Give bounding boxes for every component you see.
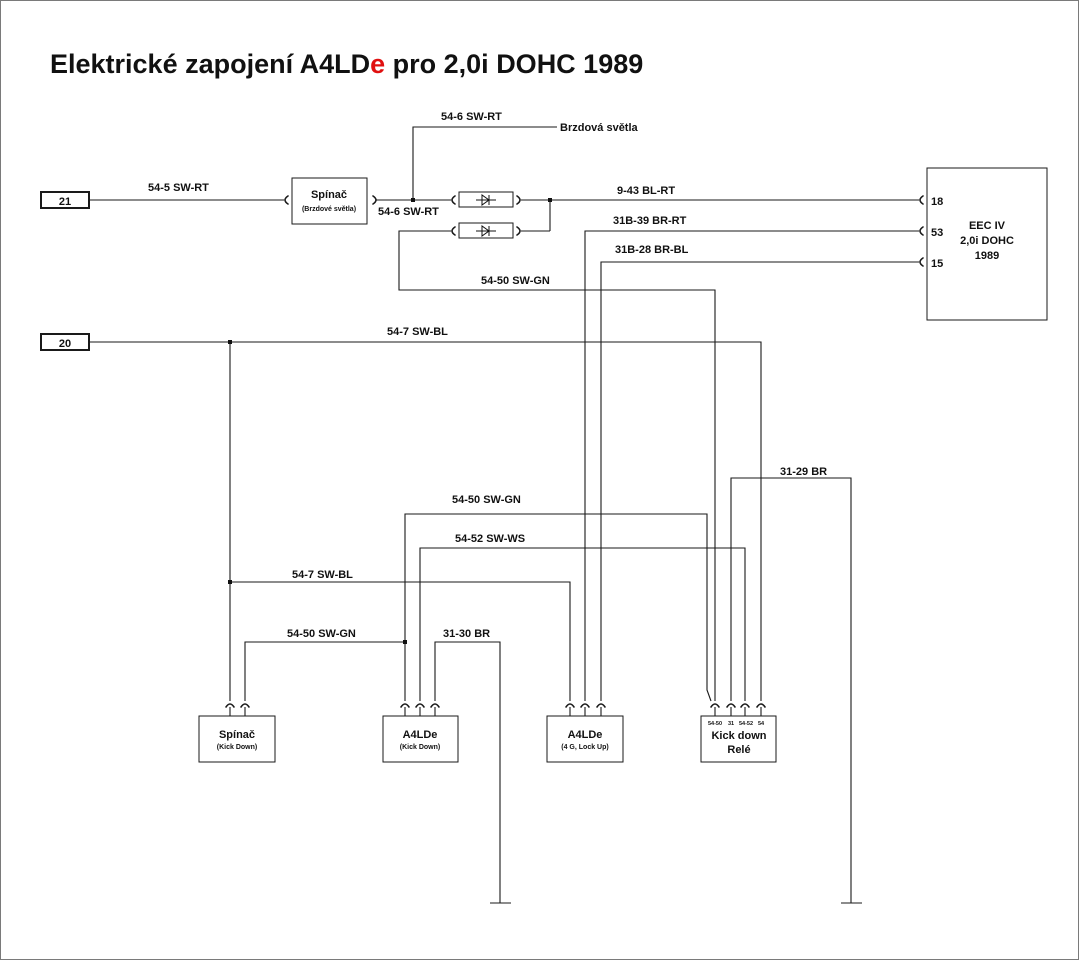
label-31-30: 31-30 BR: [443, 628, 490, 640]
connector-icon: [919, 226, 924, 236]
junction-dot-icon: [548, 198, 552, 202]
connector-icon: [516, 226, 521, 236]
svg-text:A4LDe: A4LDe: [568, 729, 603, 741]
diagram-title: Elektrické zapojení A4LDe pro 2,0i DOHC …: [50, 49, 643, 79]
svg-text:(Brzdové světla): (Brzdové světla): [302, 206, 356, 213]
relay-pin-54-52: 54-52: [739, 721, 753, 727]
wire-labels: 54-5 SW-RT 54-6 SW-RT Brzdová světla 54-…: [148, 111, 827, 640]
label-31-29: 31-29 BR: [780, 466, 827, 478]
connector-icon: [756, 703, 766, 708]
svg-text:EEC IV: EEC IV: [969, 220, 1006, 232]
connectors-vertical: [225, 703, 766, 708]
relay-pin-31: 31: [728, 721, 734, 727]
label-54-52: 54-52 SW-WS: [455, 533, 525, 545]
label-54-6-right: 54-6 SW-RT: [378, 206, 439, 218]
diode-2: [458, 222, 514, 239]
connector-icon: [451, 195, 456, 205]
connector-icon: [596, 703, 606, 708]
svg-text:(Kick Down): (Kick Down): [400, 744, 440, 751]
connector-stems: [229, 707, 762, 716]
eec-iv-module: EEC IV 2,0i DOHC 1989 18 53 15: [926, 167, 1048, 321]
svg-text:(4 G, Lock Up): (4 G, Lock Up): [561, 744, 608, 751]
connector-icon: [710, 703, 720, 708]
svg-text:20: 20: [59, 338, 71, 350]
kickdown-switch: Spínač (Kick Down): [198, 715, 276, 763]
svg-text:Kick down: Kick down: [711, 730, 766, 742]
connector-icon: [919, 195, 924, 205]
junction-dots: [228, 198, 552, 644]
brake-switch: Spínač (Brzdové světla): [291, 177, 368, 225]
wires: [89, 126, 919, 904]
svg-text:(Kick Down): (Kick Down): [217, 744, 257, 751]
eec-pin-53: 53: [931, 227, 943, 239]
connector-icon: [740, 703, 750, 708]
connector-icon: [430, 703, 440, 708]
diode-icon: [476, 225, 496, 237]
label-54-50-upper: 54-50 SW-GN: [481, 275, 550, 287]
a4lde-lockup: A4LDe (4 G, Lock Up): [546, 715, 624, 763]
connector-icon: [225, 703, 235, 708]
svg-text:21: 21: [59, 196, 71, 208]
label-54-50-mid: 54-50 SW-GN: [452, 494, 521, 506]
terminal-20: 20: [40, 333, 90, 351]
label-54-50-lower: 54-50 SW-GN: [287, 628, 356, 640]
relay-pin-54: 54: [758, 721, 765, 727]
connector-icon: [415, 703, 425, 708]
connector-icon: [400, 703, 410, 708]
connector-icon: [451, 226, 456, 236]
label-54-6-top: 54-6 SW-RT: [441, 111, 502, 123]
diode-icon: [476, 194, 496, 206]
svg-text:Spínač: Spínač: [219, 729, 255, 741]
diode-1: [458, 191, 514, 208]
a4lde-kickdown: A4LDe (Kick Down): [382, 715, 459, 763]
connector-icon: [580, 703, 590, 708]
connector-icon: [565, 703, 575, 708]
junction-dot-icon: [228, 340, 232, 344]
svg-text:A4LDe: A4LDe: [403, 729, 438, 741]
connector-icon: [240, 703, 250, 708]
label-31b-39: 31B-39 BR-RT: [613, 215, 687, 227]
connector-icon: [726, 703, 736, 708]
svg-text:Relé: Relé: [727, 744, 750, 756]
svg-text:2,0i DOHC: 2,0i DOHC: [960, 235, 1014, 247]
eec-pin-15: 15: [931, 258, 943, 270]
junction-dot-icon: [411, 198, 415, 202]
junction-dot-icon: [403, 640, 407, 644]
kickdown-relay: 54-50 31 54-52 54 Kick down Relé: [700, 715, 777, 763]
label-31b-28: 31B-28 BR-BL: [615, 244, 689, 256]
relay-pin-54-50: 54-50: [708, 721, 722, 727]
connector-icon: [919, 257, 924, 267]
eec-pin-18: 18: [931, 196, 943, 208]
connector-icon: [284, 195, 289, 205]
connectors-horizontal: [284, 195, 924, 267]
label-54-7-lower: 54-7 SW-BL: [292, 569, 353, 581]
label-54-7-upper: 54-7 SW-BL: [387, 326, 448, 338]
label-54-5: 54-5 SW-RT: [148, 182, 209, 194]
label-9-43: 9-43 BL-RT: [617, 185, 675, 197]
svg-text:Spínač: Spínač: [311, 189, 347, 201]
connector-icon: [372, 195, 377, 205]
svg-text:1989: 1989: [975, 250, 999, 262]
connector-icon: [516, 195, 521, 205]
terminal-21: 21: [40, 191, 90, 209]
junction-dot-icon: [228, 580, 232, 584]
label-brake-lights: Brzdová světla: [560, 122, 639, 134]
